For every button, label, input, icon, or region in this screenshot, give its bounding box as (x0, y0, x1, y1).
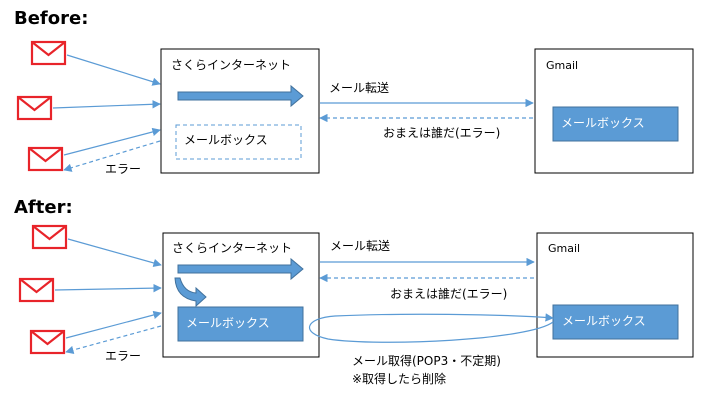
sakura-mailbox-label: メールボックス (184, 133, 268, 147)
gmail-mailbox (552, 106, 679, 142)
sakura-title: さくらインターネット (171, 58, 291, 72)
error-label: エラー (105, 162, 141, 176)
envelope-icon (27, 146, 64, 172)
envelope-icon (18, 277, 55, 303)
gmail-title: Gmail (546, 59, 578, 72)
fetch-label: メール取得(POP3・不定期) (352, 353, 501, 368)
after-heading: After: (14, 197, 73, 218)
rejection-label: おまえは誰だ(エラー) (383, 125, 500, 140)
incoming-arrow (65, 310, 162, 339)
before-heading: Before: (14, 8, 88, 29)
error-return-arrow (65, 325, 162, 355)
incoming-arrow (54, 283, 162, 293)
gmail-mailbox (552, 304, 679, 340)
thick-forward-arrow (177, 257, 304, 281)
forward-label: メール転送 (330, 238, 390, 253)
envelope-icon (16, 95, 53, 121)
sakura-mailbox-unused (175, 124, 302, 160)
sakura-mailbox-label: メールボックス (186, 316, 270, 330)
envelope-icon (29, 329, 66, 355)
error-return-arrow (63, 140, 161, 172)
pop3-fetch-arrow (308, 313, 554, 343)
error-label: エラー (105, 349, 141, 363)
incoming-arrow (52, 100, 161, 109)
gmail-title: Gmail (548, 242, 580, 255)
incoming-arrow (63, 127, 161, 156)
forward-label: メール転送 (329, 80, 389, 95)
store-curved-arrow (174, 277, 207, 308)
thick-forward-arrow (177, 84, 304, 108)
envelope-icon (31, 224, 68, 250)
gmail-mailbox-label: メールボックス (561, 116, 645, 130)
delete-note: ※取得したら削除 (352, 371, 446, 386)
incoming-arrow (66, 54, 161, 86)
incoming-arrow (67, 238, 162, 268)
sakura-title: さくらインターネット (172, 241, 292, 255)
rejection-label: おまえは誰だ(エラー) (390, 286, 507, 301)
envelope-icon (30, 40, 67, 66)
gmail-mailbox-label: メールボックス (562, 314, 646, 328)
sakura-mailbox (177, 306, 304, 342)
